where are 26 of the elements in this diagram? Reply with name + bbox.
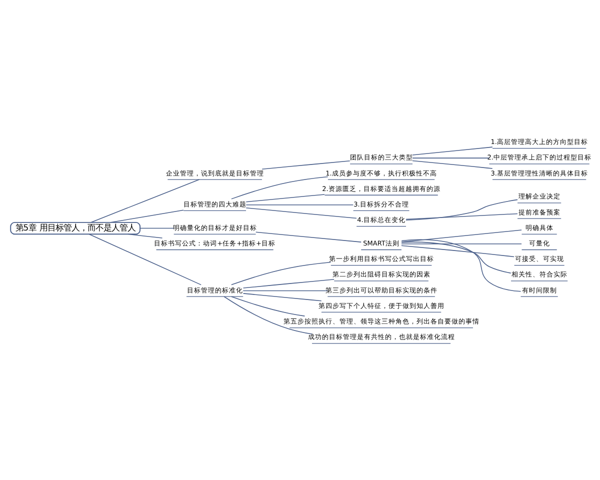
connector bbox=[224, 296, 312, 334]
connector bbox=[246, 207, 357, 219]
connector bbox=[231, 296, 306, 316]
connector bbox=[246, 194, 325, 202]
connector bbox=[231, 262, 332, 286]
node-box: 第5章 用目标管人，而不是人管人 bbox=[10, 222, 141, 235]
connector bbox=[242, 279, 334, 288]
connector bbox=[140, 228, 174, 229]
connector bbox=[255, 232, 362, 242]
connector bbox=[406, 199, 518, 221]
connector bbox=[110, 210, 184, 223]
connector bbox=[242, 293, 322, 302]
connector bbox=[412, 160, 493, 169]
connector bbox=[401, 239, 522, 292]
connector bbox=[231, 176, 328, 200]
connector bbox=[401, 242, 512, 274]
connector bbox=[262, 160, 350, 170]
connector bbox=[412, 146, 493, 156]
connector bbox=[127, 234, 163, 238]
connector bbox=[401, 245, 514, 258]
connector bbox=[246, 204, 354, 206]
connector bbox=[401, 230, 522, 242]
connector bbox=[242, 290, 328, 292]
connector bbox=[88, 234, 202, 286]
connector bbox=[90, 179, 200, 223]
connector bbox=[406, 213, 518, 220]
